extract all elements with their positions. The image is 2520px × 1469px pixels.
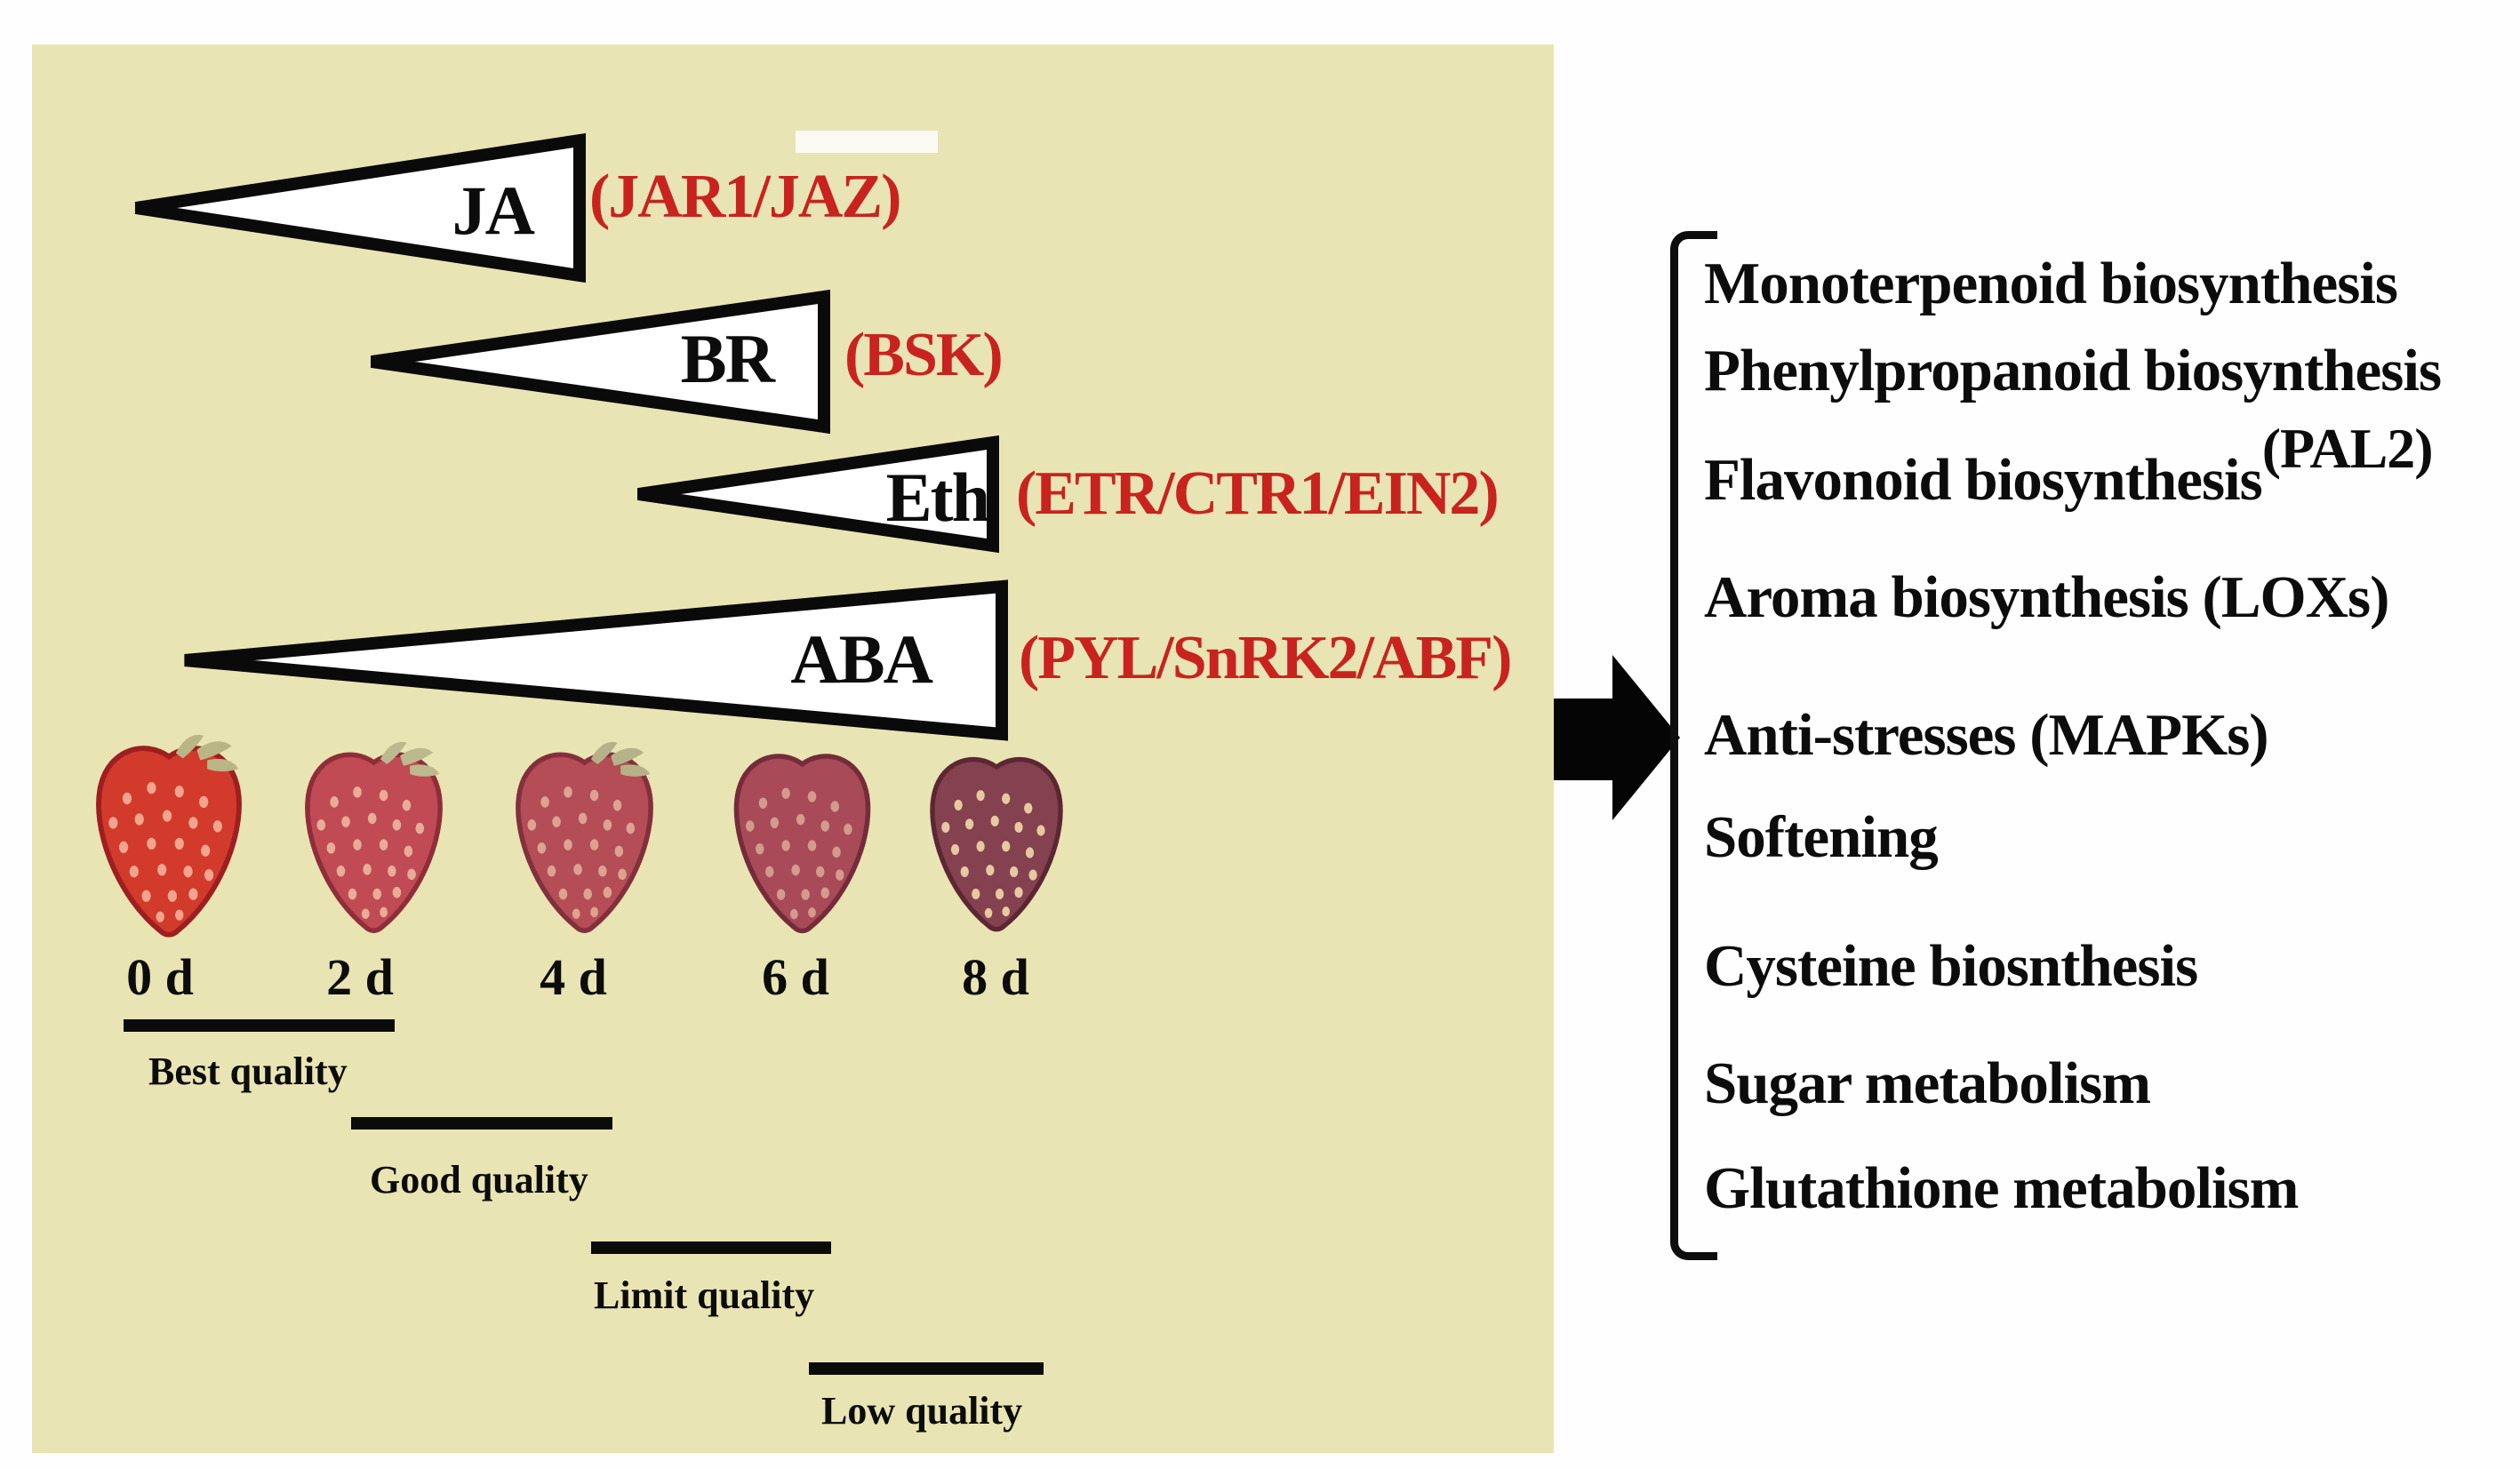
br-genes-label: (BSK) [844, 321, 1004, 389]
strawberry-day4 [502, 741, 667, 940]
ja-decline-wedge [134, 132, 586, 283]
aba-label: ABA [790, 620, 933, 698]
hormone-panel-background [32, 44, 1554, 1453]
process-flavonoid-sup: (PAL2) [2261, 417, 2434, 480]
low-quality-label: Low quality [821, 1389, 1023, 1433]
aba-genes-label: (PYL/SnRK2/ABF) [1019, 624, 1512, 692]
process-softening: Softening [1704, 804, 1939, 870]
limit-quality-label: Limit quality [594, 1273, 815, 1317]
eth-decline-wedge [636, 435, 999, 554]
strawberry-day6 [720, 741, 884, 940]
scan-artifact-strip [796, 131, 938, 153]
process-flavonoid: Flavonoid biosynthesis(PAL2) [1704, 420, 2434, 510]
strawberry-day8 [916, 745, 1077, 938]
day-label-8d: 8 d [962, 948, 1029, 1006]
best-quality-label: Best quality [148, 1050, 348, 1093]
strawberry-day2 [292, 741, 456, 940]
good-quality-bar [351, 1117, 612, 1130]
br-label: BR [680, 320, 775, 397]
process-aroma: Aroma biosynthesis (LOXs) [1704, 564, 2389, 630]
ja-label: JA [452, 172, 535, 249]
best-quality-bar [124, 1019, 395, 1032]
day-label-2d: 2 d [326, 948, 394, 1006]
process-monoterpenoid: Monoterpenoid biosynthesis [1704, 251, 2398, 316]
aba-decline-wedge [184, 579, 1008, 741]
eth-label: Eth [885, 459, 990, 536]
ja-genes-label: (JAR1/JAZ) [589, 163, 901, 231]
eth-genes-label: (ETR/CTR1/EIN2) [1016, 459, 1500, 528]
low-quality-bar [809, 1362, 1044, 1375]
day-label-6d: 6 d [762, 948, 829, 1006]
day-label-4d: 4 d [540, 948, 607, 1006]
strawberry-day0 [82, 734, 256, 945]
process-flavonoid-text: Flavonoid biosynthesis [1704, 447, 2263, 513]
process-glutathione: Glutathione metabolism [1704, 1155, 2299, 1221]
process-sugar: Sugar metabolism [1704, 1050, 2151, 1116]
right-arrow-icon [1554, 699, 1614, 780]
limit-quality-bar [591, 1241, 831, 1254]
process-phenylpropanoid: Phenylpropanoid biosynthesis [1704, 338, 2442, 403]
process-antistress: Anti-stresses (MAPKs) [1704, 702, 2269, 768]
good-quality-label: Good quality [370, 1158, 588, 1202]
day-label-0d: 0 d [126, 948, 194, 1006]
process-cysteine: Cysteine biosnthesis [1704, 933, 2198, 999]
process-list-bracket [1670, 231, 1717, 1260]
right-arrow-head-icon [1612, 655, 1680, 820]
br-decline-wedge [371, 289, 830, 435]
